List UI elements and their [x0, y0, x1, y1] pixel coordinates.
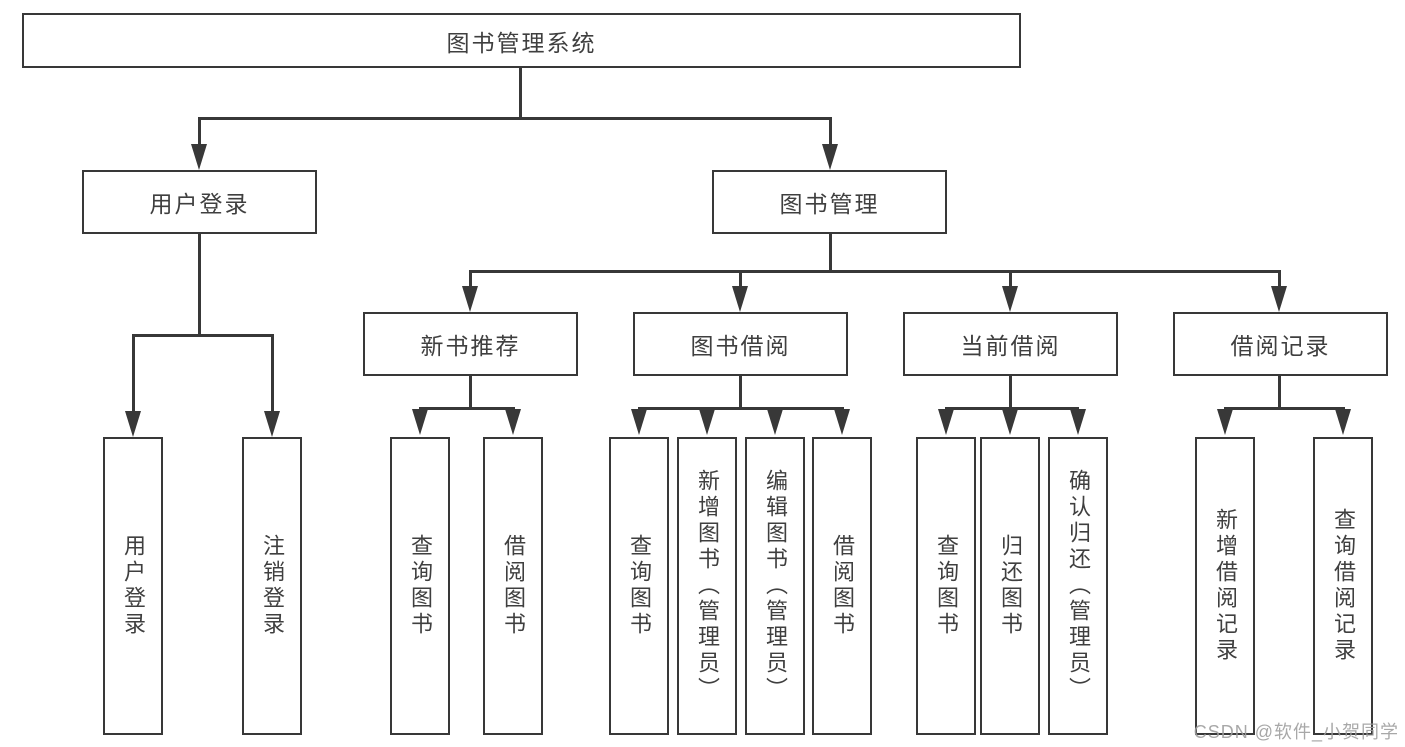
connector-line [829, 234, 832, 272]
node-label: 图书管理 [779, 191, 880, 217]
arrow-down-icon [1217, 409, 1233, 435]
arrow-down-icon [191, 144, 207, 170]
arrow-down-icon [412, 409, 428, 435]
leaf-label: 查询图书 [627, 534, 652, 638]
arrow-down-icon [834, 409, 850, 435]
connector-line [1224, 407, 1345, 410]
connector-line [198, 117, 831, 120]
leaf-return-books: 归还图书 [980, 437, 1040, 735]
leaf-label: 新增借阅记录 [1213, 508, 1238, 664]
arrow-down-icon [1002, 409, 1018, 435]
leaf-label: 用户登录 [121, 534, 146, 638]
connector-line [469, 270, 1281, 273]
leaf-label: 新增图书（管理员） [695, 469, 720, 703]
node-label: 借阅记录 [1230, 333, 1331, 359]
connector-line [469, 376, 472, 409]
connector-line [519, 68, 522, 119]
connector-line [419, 407, 515, 410]
node-label: 图书管理系统 [446, 29, 597, 56]
node-label: 用户登录 [149, 191, 250, 217]
connector-line [739, 376, 742, 409]
leaf-label: 注销登录 [260, 534, 285, 638]
node-current-borrowing: 当前借阅 [903, 312, 1118, 376]
arrow-down-icon [125, 411, 141, 437]
connector-line [638, 407, 844, 410]
arrow-down-icon [822, 144, 838, 170]
arrow-down-icon [505, 409, 521, 435]
arrow-down-icon [699, 409, 715, 435]
leaf-query-books-recommend: 查询图书 [390, 437, 450, 735]
leaf-query-books-borrowing: 查询图书 [609, 437, 669, 735]
connector-line [945, 407, 1079, 410]
connector-line [739, 270, 742, 292]
node-label: 图书借阅 [690, 333, 791, 359]
node-label: 当前借阅 [960, 333, 1061, 359]
leaf-label: 编辑图书（管理员） [763, 469, 788, 703]
leaf-label: 确认归还（管理员） [1066, 469, 1091, 703]
leaf-logout: 注销登录 [242, 437, 302, 735]
connector-line [132, 334, 273, 337]
leaf-label: 借阅图书 [830, 534, 855, 638]
connector-line [469, 270, 472, 292]
connector-line [1278, 376, 1281, 409]
leaf-add-books-admin: 新增图书（管理员） [677, 437, 737, 735]
arrow-down-icon [462, 286, 478, 312]
csdn-watermark: CSDN @软件_小贺同学 [1193, 722, 1399, 742]
connector-line [198, 234, 201, 336]
node-user-login: 用户登录 [82, 170, 317, 234]
leaf-edit-books-admin: 编辑图书（管理员） [745, 437, 805, 735]
arrow-down-icon [1070, 409, 1086, 435]
arrow-down-icon [631, 409, 647, 435]
arrow-down-icon [1271, 286, 1287, 312]
leaf-label: 查询图书 [934, 534, 959, 638]
connector-line [829, 117, 832, 149]
leaf-label: 查询借阅记录 [1331, 508, 1356, 664]
leaf-query-borrow-record: 查询借阅记录 [1313, 437, 1373, 735]
connector-line [1009, 270, 1012, 292]
leaf-label: 查询图书 [408, 534, 433, 638]
leaf-user-login: 用户登录 [103, 437, 163, 735]
leaf-query-books-current: 查询图书 [916, 437, 976, 735]
arrow-down-icon [732, 286, 748, 312]
arrow-down-icon [1002, 286, 1018, 312]
leaf-label: 归还图书 [998, 534, 1023, 638]
connector-line [1009, 376, 1012, 409]
arrow-down-icon [938, 409, 954, 435]
arrow-down-icon [264, 411, 280, 437]
node-library-management-system: 图书管理系统 [22, 13, 1021, 68]
leaf-add-borrow-record: 新增借阅记录 [1195, 437, 1255, 735]
node-borrowing-records: 借阅记录 [1173, 312, 1388, 376]
node-book-management: 图书管理 [712, 170, 947, 234]
leaf-borrow-books-recommend: 借阅图书 [483, 437, 543, 735]
connector-line [271, 334, 274, 414]
leaf-confirm-return-admin: 确认归还（管理员） [1048, 437, 1108, 735]
connector-line [1278, 270, 1281, 292]
arrow-down-icon [1335, 409, 1351, 435]
leaf-label: 借阅图书 [501, 534, 526, 638]
connector-line [198, 117, 201, 149]
connector-line [132, 334, 135, 414]
node-book-borrowing: 图书借阅 [633, 312, 848, 376]
arrow-down-icon [767, 409, 783, 435]
node-label: 新书推荐 [420, 333, 521, 359]
node-new-book-recommendation: 新书推荐 [363, 312, 578, 376]
leaf-borrow-books: 借阅图书 [812, 437, 872, 735]
